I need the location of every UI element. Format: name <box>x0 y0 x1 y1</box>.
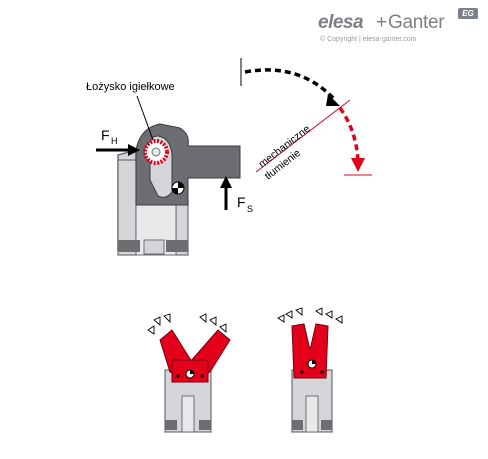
small-left-tri-3 <box>163 313 171 324</box>
small-left-tri-2 <box>153 316 161 326</box>
housing-base-right <box>166 240 188 252</box>
force-s-label: F <box>237 194 246 210</box>
force-h-subscript: H <box>111 136 118 146</box>
motion-arc-black <box>244 68 337 102</box>
small-left-tri-1 <box>147 325 155 335</box>
small-right-tri-2 <box>285 310 293 319</box>
bearing-center <box>151 147 161 157</box>
force-s-subscript: S <box>247 204 253 214</box>
motion-arc-black-head <box>326 94 340 106</box>
small-left-tri-6 <box>219 323 227 333</box>
small-right-tri-3 <box>295 307 303 316</box>
pivot-pin-quarter-a <box>178 182 184 188</box>
clamp-small-left <box>147 313 231 433</box>
small-left-pin-quarter <box>190 370 194 374</box>
clamp-small-right <box>277 307 343 433</box>
logo-plus: + <box>376 12 388 33</box>
force-h-arrow-head <box>128 144 140 156</box>
small-right-tri-6 <box>335 315 343 324</box>
clamp-main-drawing: Łożysko igiełkowe F H F S mechaniczne tł… <box>86 58 372 256</box>
damping-divider-line <box>255 99 351 173</box>
small-left-dot-r <box>200 374 204 378</box>
small-right-dot-l <box>300 370 304 374</box>
brand-logo: elesa + Ganter EG © Copyright | elesa-ga… <box>318 8 480 50</box>
logo-ganter: Ganter <box>388 12 445 33</box>
small-left-stem <box>181 395 195 433</box>
logo-eg-badge: EG <box>458 8 478 19</box>
small-right-arm <box>291 323 329 379</box>
small-right-tri-5 <box>325 310 333 319</box>
small-right-base-r <box>321 420 332 430</box>
motion-arc-red <box>338 106 360 161</box>
force-s-arrow-head <box>220 176 232 188</box>
pivot-pin-quarter-b <box>172 188 178 194</box>
housing-base-stem <box>143 239 165 255</box>
small-right-tri-1 <box>277 314 285 323</box>
small-left-base-l <box>165 420 177 430</box>
small-left-tri-4 <box>199 313 207 323</box>
motion-arc-red-head <box>351 158 365 172</box>
logo-elesa: elesa <box>318 12 364 33</box>
small-left-tri-5 <box>209 316 217 326</box>
bearing-leader-line <box>136 95 154 141</box>
small-right-base-l <box>292 420 303 430</box>
small-right-stem <box>305 395 319 433</box>
small-right-dot-r <box>320 370 324 374</box>
housing-base-left <box>118 240 140 252</box>
bearing-label: Łożysko igiełkowe <box>86 81 175 93</box>
small-left-dot-l <box>176 374 180 378</box>
small-left-base-r <box>199 420 211 430</box>
small-right-tri-4 <box>315 307 323 316</box>
small-right-pin-quarter <box>312 360 316 364</box>
force-h-label: F <box>101 127 110 143</box>
logo-copyright: © Copyright | elesa-ganter.com <box>320 36 417 43</box>
